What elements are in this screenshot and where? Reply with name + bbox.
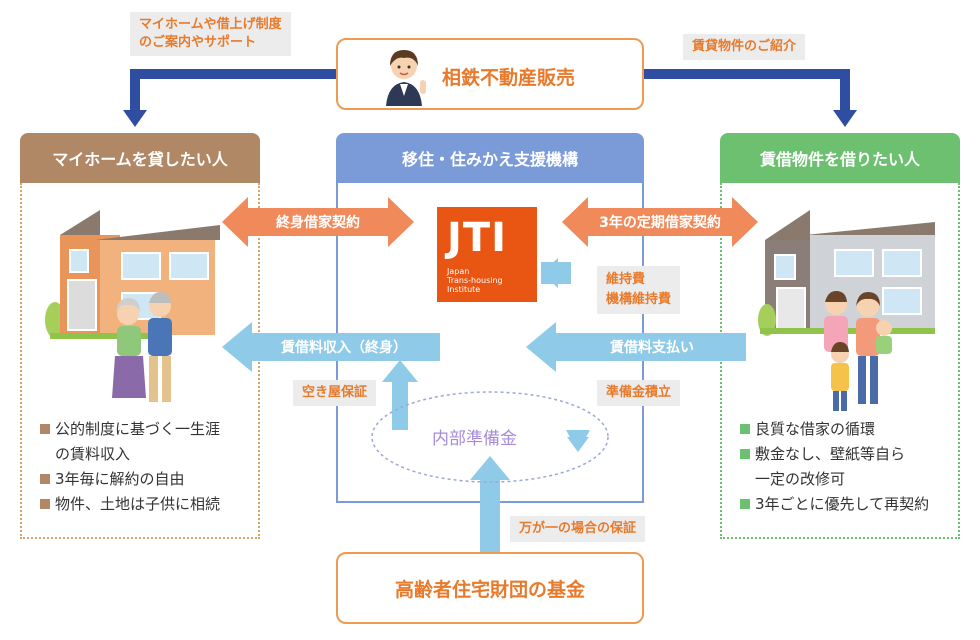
note-emergency-guarantee: 万が一の場合の保証 [510, 516, 646, 542]
note-support: マイホームや借上げ制度 のご案内やサポート [130, 12, 291, 56]
real-estate-agent-box: 相鉄不動産販売 [336, 38, 644, 110]
list-item: 物件、土地は子供に相続 [40, 492, 220, 517]
house-icon-right [758, 210, 935, 336]
reserve-arrowhead [566, 430, 590, 452]
list-item: 一定の改修可 [755, 470, 846, 488]
rent-income-arrow [222, 322, 440, 372]
list-item: 公的制度に基づく一生涯 [40, 417, 220, 442]
list-item: 3年毎に解約の自由 [40, 467, 220, 492]
note-reserve-accumulation: 準備金積立 [597, 380, 681, 406]
internal-reserve-label: 内部準備金 [432, 429, 517, 449]
fixed-term-lease-arrow [562, 197, 758, 247]
rent-payment-label: 賃借料支払い [610, 340, 694, 356]
fund-guarantee-arrow [470, 456, 510, 552]
list-item: 3年ごとに優先して再契約 [740, 492, 929, 517]
note-maintenance: 維持費 機構維持費 [597, 266, 681, 314]
right-benefits-list: 良質な借家の循環 敷金なし、壁紙等自ら 一定の改修可 3年ごとに優先して再契約 [740, 417, 929, 517]
panel-center-title: 移住・住みかえ支援機構 [336, 133, 644, 183]
note-vacancy-guarantee: 空き屋保証 [293, 380, 377, 406]
left-benefits-list: 公的制度に基づく一生涯 の賃料収入 3年毎に解約の自由 物件、土地は子供に相続 [40, 417, 220, 517]
panel-right-title: 賃借物件を借りたい人 [720, 133, 960, 183]
fund-box: 高齢者住宅財団の基金 [336, 552, 644, 624]
list-item: 良質な借家の循環 [740, 417, 929, 442]
family-icon [824, 291, 892, 411]
internal-reserve-ellipse [371, 391, 609, 483]
jti-logo: JTI Japan Trans-housing Institute [437, 207, 537, 302]
woman-agent-icon [386, 50, 426, 106]
vacancy-guarantee-arrow [382, 360, 418, 430]
rent-payment-arrow [526, 322, 746, 372]
maintenance-arrowhead [541, 258, 558, 288]
logo-text: JTI [447, 215, 508, 261]
note-rental-introduction: 賃貸物件のご紹介 [683, 34, 806, 60]
left-down-arrowhead [123, 110, 147, 127]
fixed-term-lease-label: 3年の定期借家契約 [599, 215, 721, 231]
lifetime-lease-label: 終身借家契約 [276, 215, 360, 231]
logo-subtext: Japan Trans-housing Institute [447, 267, 503, 294]
panel-left-title: マイホームを貸したい人 [20, 133, 260, 183]
rent-income-label: 賃借料収入（終身） [281, 340, 407, 356]
list-item: 敷金なし、壁紙等自ら [740, 442, 929, 467]
right-down-arrowhead [833, 110, 857, 127]
elderly-couple-icon [112, 292, 172, 402]
lifetime-lease-arrow [222, 197, 414, 247]
agent-name: 相鉄不動産販売 [442, 67, 576, 89]
maintenance-reserve-arrow [541, 262, 589, 452]
list-item: の賃料収入 [55, 445, 131, 463]
